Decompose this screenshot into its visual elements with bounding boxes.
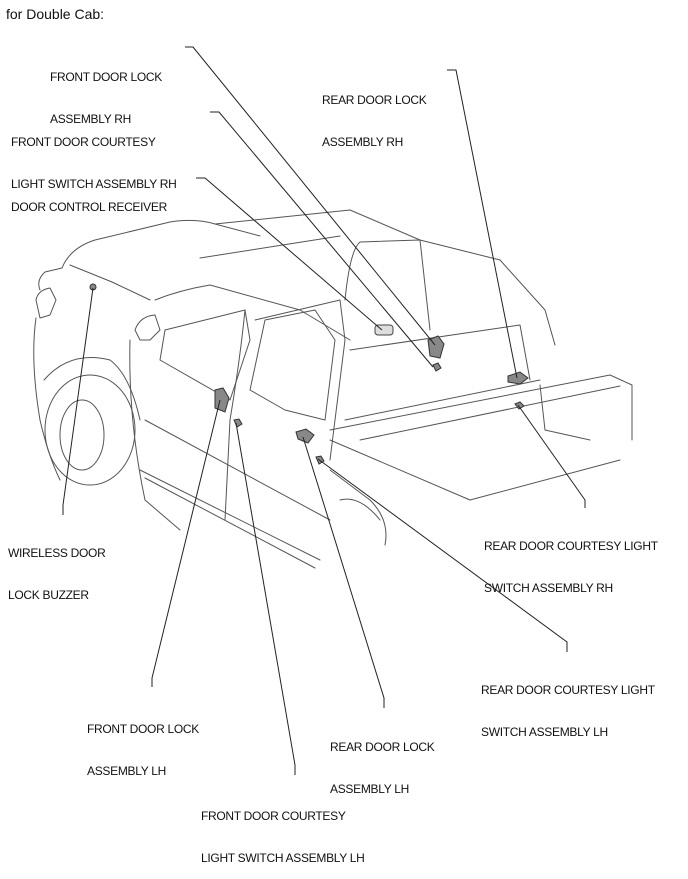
label-line: ASSEMBLY LH: [330, 782, 409, 796]
label-line: REAR DOOR LOCK: [330, 740, 435, 754]
label-line: FRONT DOOR COURTESY: [201, 809, 346, 823]
truck-outline: [33, 209, 633, 569]
label-line: SWITCH ASSEMBLY LH: [481, 725, 608, 739]
label-rear-door-lock-rh: REAR DOOR LOCK ASSEMBLY RH: [322, 65, 427, 163]
leader-lines: [62, 46, 586, 775]
label-line: LOCK BUZZER: [8, 588, 89, 602]
label-front-door-courtesy-lh: FRONT DOOR COURTESY LIGHT SWITCH ASSEMBL…: [201, 781, 365, 879]
label-line: LIGHT SWITCH ASSEMBLY LH: [201, 851, 365, 865]
label-rear-door-lock-lh: REAR DOOR LOCK ASSEMBLY LH: [330, 712, 435, 810]
label-line: DOOR CONTROL RECEIVER: [11, 200, 167, 214]
label-line: REAR DOOR COURTESY LIGHT: [481, 683, 655, 697]
truck-diagram: [33, 46, 633, 775]
leader-wireless-buzzer: [62, 287, 94, 515]
label-line: ASSEMBLY RH: [322, 135, 403, 149]
label-rear-door-courtesy-lh: REAR DOOR COURTESY LIGHT SWITCH ASSEMBLY…: [481, 655, 655, 753]
label-rear-door-courtesy-rh: REAR DOOR COURTESY LIGHT SWITCH ASSEMBLY…: [484, 511, 658, 609]
front-courtesy-rh-part: [432, 362, 442, 372]
label-front-door-lock-lh: FRONT DOOR LOCK ASSEMBLY LH: [87, 694, 199, 792]
label-line: FRONT DOOR LOCK: [87, 722, 199, 736]
leader-rear-courtesy-rh: [517, 404, 586, 508]
label-front-door-lock-rh: FRONT DOOR LOCK ASSEMBLY RH: [50, 42, 162, 140]
label-line: FRONT DOOR LOCK: [50, 70, 162, 84]
leader-door-control-receiver: [196, 177, 383, 331]
label-line: REAR DOOR LOCK: [322, 93, 427, 107]
label-line: FRONT DOOR COURTESY: [11, 135, 156, 149]
rear-courtesy-rh-part: [514, 401, 525, 410]
label-front-door-courtesy-rh: FRONT DOOR COURTESY LIGHT SWITCH ASSEMBL…: [11, 107, 177, 205]
front-courtesy-lh-part: [233, 418, 243, 428]
leader-front-courtesy-lh: [235, 422, 296, 775]
label-line: ASSEMBLY LH: [87, 764, 166, 778]
label-line: SWITCH ASSEMBLY RH: [484, 581, 613, 595]
rear-door-lock-lh-part: [295, 428, 315, 444]
front-door-lock-lh-part: [214, 387, 230, 413]
label-wireless-door-lock-buzzer: WIRELESS DOOR LOCK BUZZER: [8, 518, 106, 616]
leader-front-door-lock-lh: [151, 399, 221, 687]
label-door-control-receiver: DOOR CONTROL RECEIVER: [11, 172, 167, 228]
leader-rear-courtesy-lh: [317, 458, 568, 652]
label-line: REAR DOOR COURTESY LIGHT: [484, 539, 658, 553]
leader-rear-door-lock-rh: [447, 69, 518, 379]
label-line: WIRELESS DOOR: [8, 546, 106, 560]
diagram-title: for Double Cab:: [6, 6, 105, 22]
label-line: ASSEMBLY RH: [50, 112, 131, 126]
leader-front-door-lock-rh: [185, 46, 436, 346]
rear-door-lock-rh-part: [507, 371, 529, 385]
leader-rear-door-lock-lh: [302, 436, 385, 708]
leader-front-courtesy-rh: [210, 111, 434, 368]
label-line: LIGHT SWITCH ASSEMBLY RH: [11, 177, 177, 191]
